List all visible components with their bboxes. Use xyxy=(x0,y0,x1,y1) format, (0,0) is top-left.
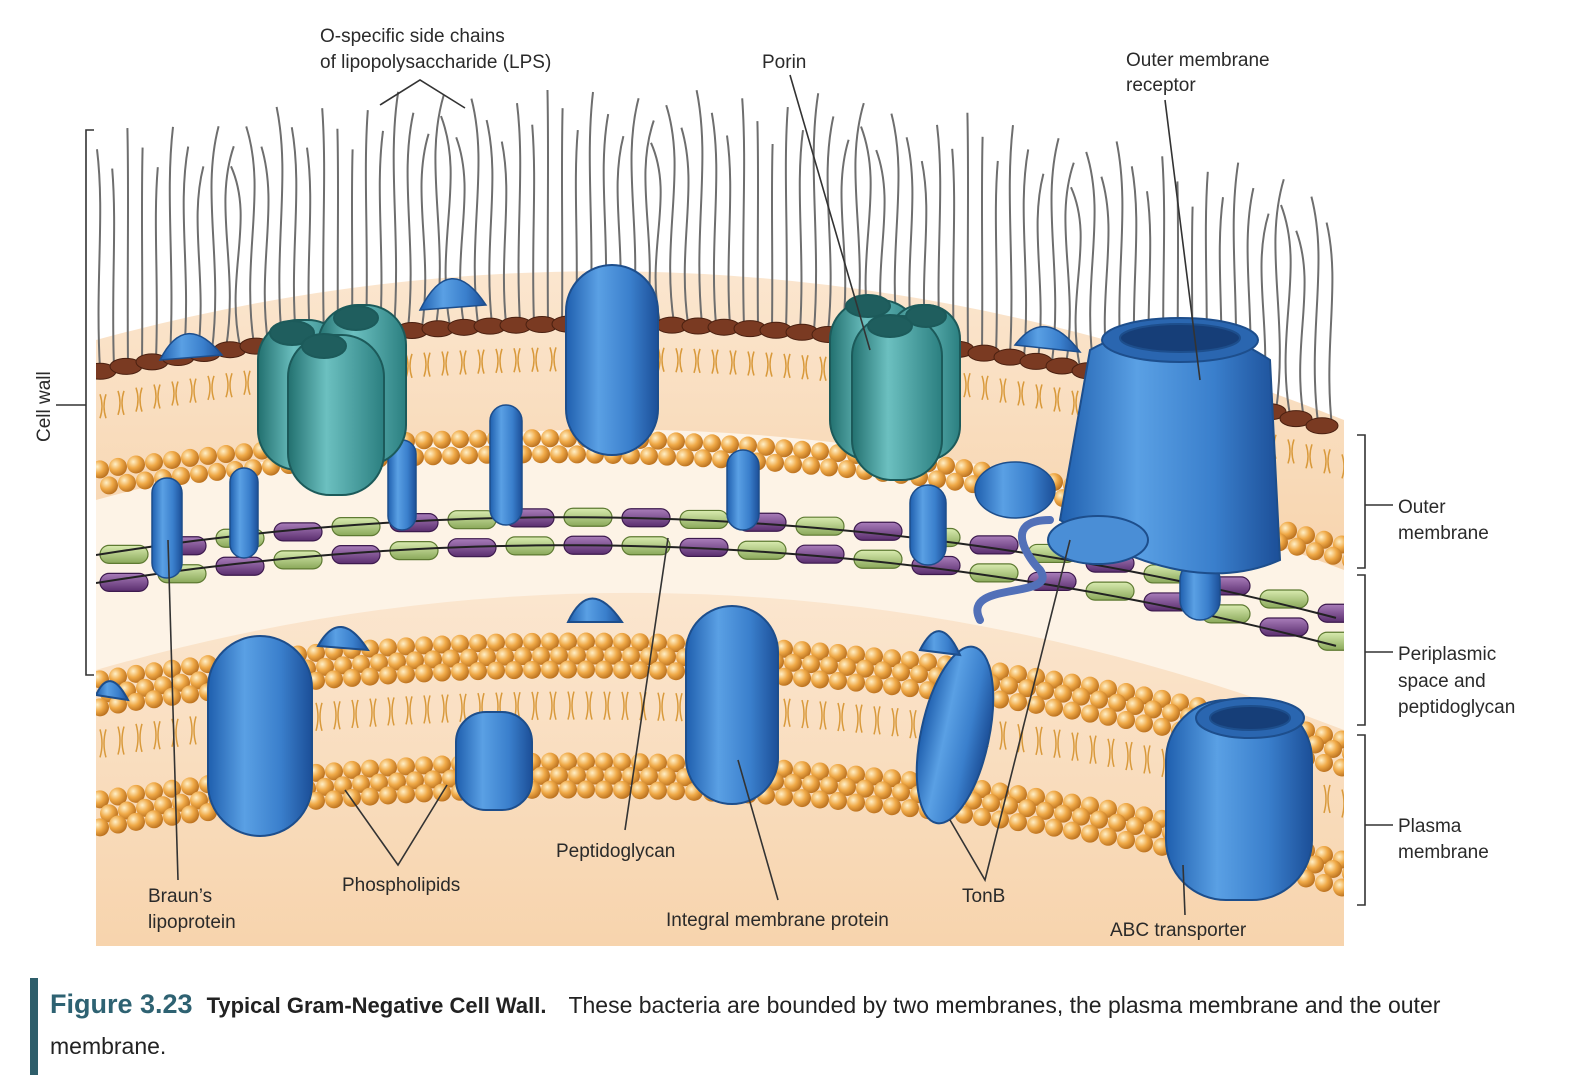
caption-text-block: Figure 3.23 Typical Gram-Negative Cell Wa… xyxy=(50,984,1540,1066)
label-abc-transporter: ABC transporter xyxy=(1110,920,1247,941)
leader-lines xyxy=(56,74,1393,916)
gram-negative-cell-wall-diagram: O-specific side chains of lipopolysaccha… xyxy=(34,26,1515,946)
label-peptidoglycan: Peptidoglycan xyxy=(556,841,675,862)
peptidoglycan-layer xyxy=(96,507,1344,651)
label-outer-membrane-line2: membrane xyxy=(1398,523,1489,544)
tonb-protein xyxy=(915,516,1054,825)
label-braun-line2: lipoprotein xyxy=(148,912,236,933)
label-plasma-line1: Plasma xyxy=(1398,816,1462,837)
label-porin: Porin xyxy=(762,52,806,73)
label-braun-line1: Braun’s xyxy=(148,886,212,907)
label-tonb: TonB xyxy=(962,886,1005,907)
label-omr-line2: receptor xyxy=(1126,75,1196,96)
outer-membrane-protein-tall xyxy=(565,264,659,456)
label-phospholipids: Phospholipids xyxy=(342,875,460,896)
diagram-labels: O-specific side chains of lipopolysaccha… xyxy=(34,26,1515,941)
figure-description: These bacteria are bounded by two membra… xyxy=(50,992,1441,1059)
figure-caption: Figure 3.23 Typical Gram-Negative Cell Wa… xyxy=(30,978,1540,1075)
abc-transporter xyxy=(1165,697,1313,901)
label-cell-wall: Cell wall xyxy=(34,371,55,442)
label-periplasm-line2: space and xyxy=(1398,671,1486,692)
braun-lipoproteins xyxy=(151,404,1221,621)
outer-membrane-domes xyxy=(158,278,1082,519)
label-omr-line1: Outer membrane xyxy=(1126,50,1270,71)
caption-accent-bar xyxy=(30,978,38,1075)
porin-right xyxy=(829,294,961,481)
porin-left xyxy=(257,304,407,496)
label-lps-line1: O-specific side chains xyxy=(320,26,505,47)
label-integral-membrane-protein: Integral membrane protein xyxy=(666,910,889,931)
label-outer-membrane-line1: Outer xyxy=(1398,497,1446,518)
plasma-membrane-proteins xyxy=(96,597,962,837)
label-periplasm-line3: peptidoglycan xyxy=(1398,697,1515,718)
figure-title: Typical Gram-Negative Cell Wall. xyxy=(206,993,547,1018)
label-lps-line2: of lipopolysaccharide (LPS) xyxy=(320,52,551,73)
label-periplasm-line1: Periplasmic xyxy=(1398,644,1496,665)
label-plasma-line2: membrane xyxy=(1398,842,1489,863)
outer-membrane-receptor xyxy=(1047,317,1282,575)
figure-number: Figure 3.23 xyxy=(50,989,193,1019)
